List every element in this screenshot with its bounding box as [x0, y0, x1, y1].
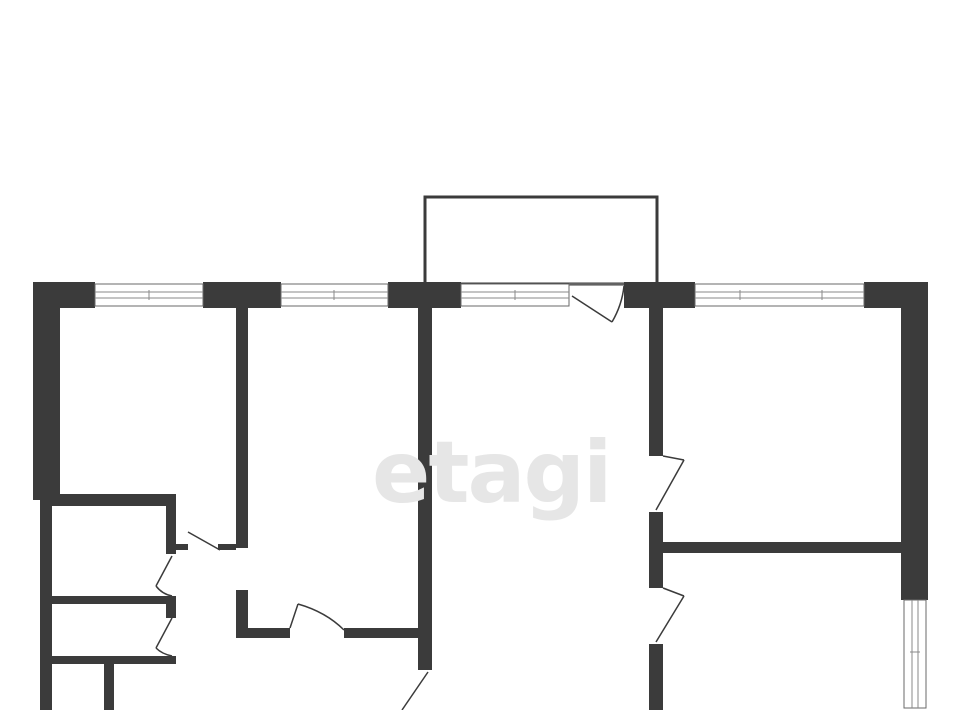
wall-segment: [344, 628, 430, 638]
window: [903, 599, 927, 709]
top-windows: [94, 283, 865, 307]
balcony-door: [569, 283, 625, 323]
wall-segment: [418, 308, 432, 670]
balcony: [423, 195, 659, 286]
wall-segment: [649, 308, 663, 456]
wall-segment: [52, 656, 176, 664]
left-exterior-wall-lower: [40, 500, 52, 710]
doors: [155, 455, 685, 710]
wall-segment: [166, 596, 176, 618]
interior-walls: [40, 308, 901, 710]
wall-segment: [104, 664, 114, 710]
wall-segment: [176, 544, 188, 550]
window: [694, 283, 865, 307]
wall-segment: [649, 512, 663, 588]
wall-segment: [624, 282, 695, 308]
wall-segment: [218, 544, 236, 550]
wall-segment: [649, 644, 663, 710]
right-exterior-wall: [901, 282, 928, 600]
wall-segment: [388, 282, 461, 308]
wall-segment: [236, 308, 248, 548]
wall-segment: [236, 590, 248, 638]
wall-segment: [166, 506, 176, 554]
watermark-logo: etagi: [372, 423, 613, 523]
exterior-top-wall: [33, 282, 928, 308]
wall-segment: [52, 596, 176, 604]
left-exterior-wall: [33, 282, 60, 500]
wall-segment: [203, 282, 281, 308]
wall-segment: [663, 542, 901, 553]
wall-segment: [236, 628, 290, 638]
right-window: [903, 599, 927, 709]
wall-segment: [40, 494, 176, 506]
